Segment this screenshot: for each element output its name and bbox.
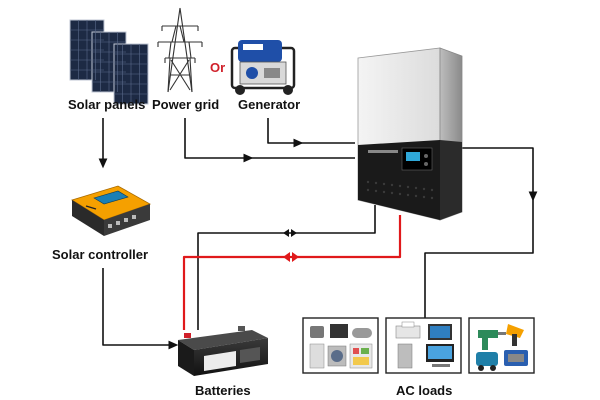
label-generator: Generator (238, 97, 301, 112)
inverter-icon (357, 47, 463, 221)
line-grid-to-inverter (184, 118, 254, 163)
home-appliances-icon (302, 317, 379, 374)
generator-icon (230, 40, 296, 95)
label-power-grid: Power grid (152, 97, 220, 112)
battery-icon (178, 326, 268, 376)
office-equipment-icon (385, 317, 462, 374)
solar-panel-icon (69, 19, 149, 105)
label-batteries: Batteries (195, 383, 251, 398)
line-inverter-to-loads (462, 147, 538, 202)
power-tools-icon (468, 317, 535, 374)
transmission-tower-icon (157, 7, 203, 93)
label-or: Or (210, 60, 226, 75)
label-ac-loads: AC loads (396, 383, 453, 398)
line-controller-to-batteries (102, 268, 179, 350)
connection-lines (98, 118, 538, 350)
label-solar-panels: Solar panels (68, 97, 146, 112)
solar-controller-icon (71, 185, 151, 236)
label-solar-controller: Solar controller (52, 247, 149, 262)
line-inverter-batteries-dc (197, 205, 376, 330)
line-generator-to-inverter (267, 118, 304, 148)
